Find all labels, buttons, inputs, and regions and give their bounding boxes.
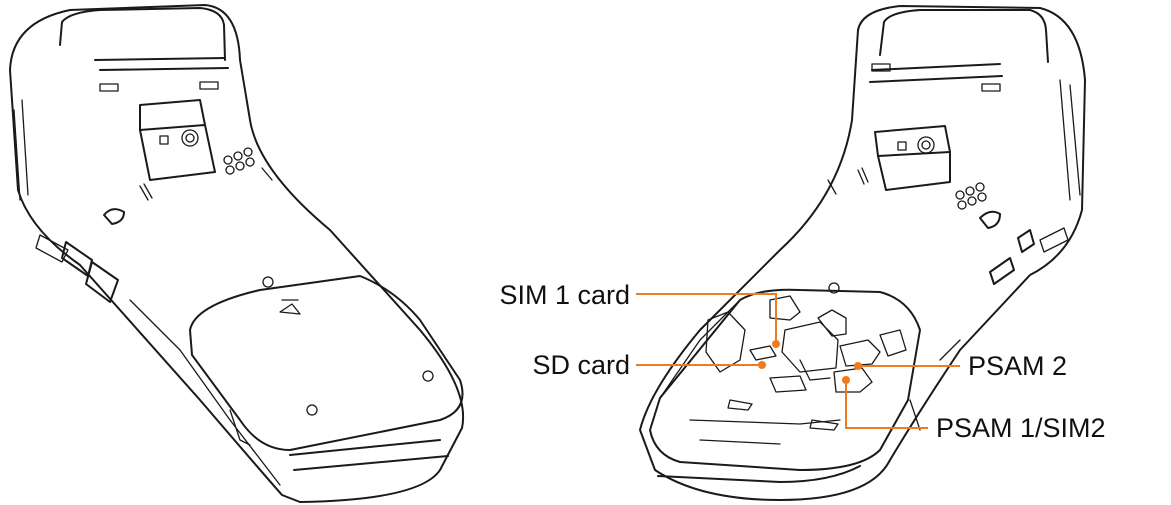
label-sim1-card: SIM 1 card bbox=[499, 280, 630, 310]
callout-psam2: PSAM 2 bbox=[854, 351, 1067, 381]
device-closed bbox=[9, 4, 464, 503]
label-psam2: PSAM 2 bbox=[968, 351, 1067, 381]
device-open bbox=[639, 5, 1086, 501]
callout-psam2-dot bbox=[854, 362, 862, 370]
label-sd-card: SD card bbox=[532, 350, 630, 380]
callout-psam1-dot bbox=[842, 376, 850, 384]
callout-sim1: SIM 1 card bbox=[499, 280, 780, 348]
callout-sd-dot bbox=[758, 361, 766, 369]
callout-psam1-sim2: PSAM 1/SIM2 bbox=[842, 376, 1106, 443]
callout-sim1-dot bbox=[772, 340, 780, 348]
callout-sd: SD card bbox=[532, 350, 766, 380]
callout-sim1-leader bbox=[636, 293, 777, 344]
label-psam1-sim2: PSAM 1/SIM2 bbox=[936, 413, 1106, 443]
callout-psam1-leader bbox=[845, 380, 928, 429]
